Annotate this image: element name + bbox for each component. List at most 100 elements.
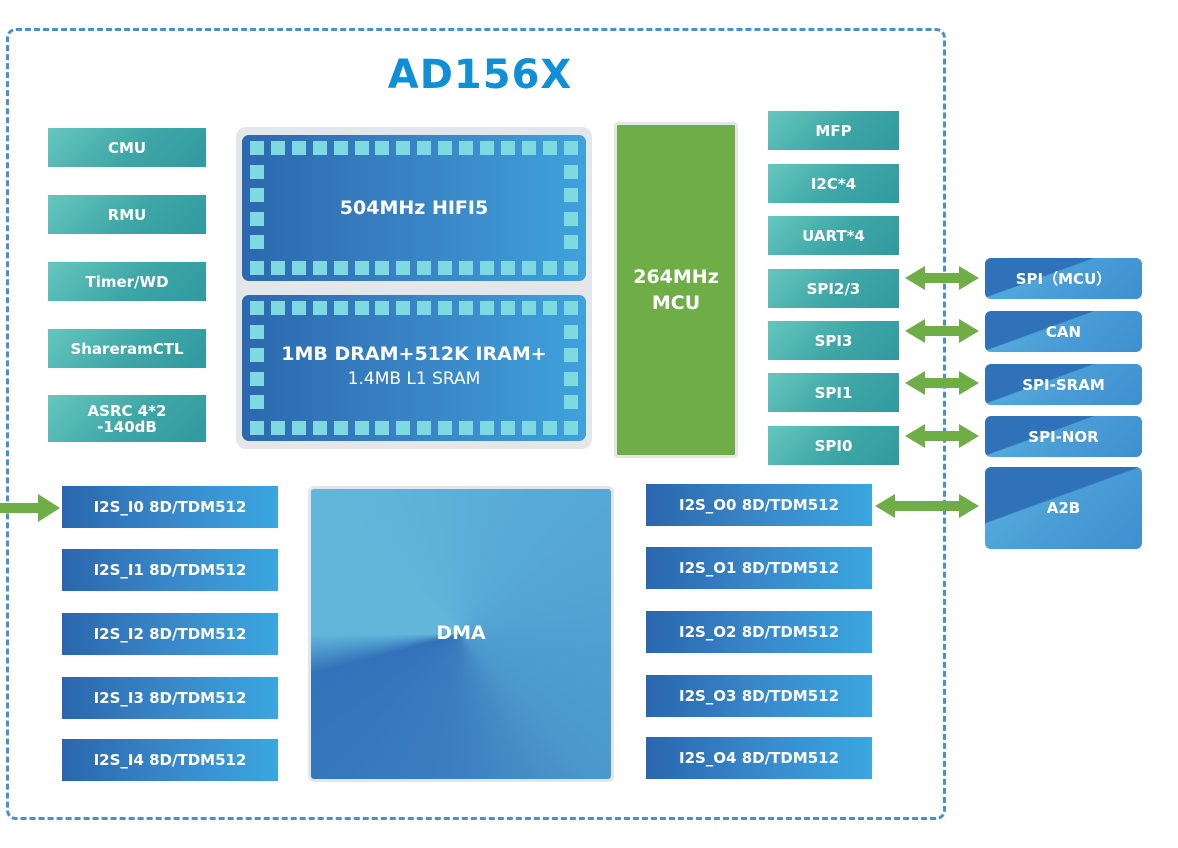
memory-block: 1MB DRAM+512K IRAM+ 1.4MB L1 SRAM bbox=[242, 295, 586, 441]
pin-pad bbox=[417, 141, 432, 155]
pin-pad bbox=[333, 301, 348, 315]
asrc-line-2: -140dB bbox=[97, 417, 157, 436]
pin-pad bbox=[375, 141, 390, 155]
pin-pad bbox=[250, 371, 264, 386]
pin-pad bbox=[333, 261, 348, 275]
dma-block: DMA bbox=[308, 486, 614, 782]
memory-line-1: 1MB DRAM+512K IRAM+ bbox=[281, 343, 547, 365]
chip-title: AD156X bbox=[387, 52, 573, 98]
pin-pad bbox=[417, 421, 432, 435]
pin-pad bbox=[291, 301, 306, 315]
pin-pad bbox=[396, 421, 411, 435]
pin-pad bbox=[250, 188, 264, 202]
asrc-line-1: ASRC 4*2 bbox=[87, 401, 167, 420]
mcu-line-1: 264MHz bbox=[633, 266, 719, 288]
pin-pad bbox=[250, 235, 264, 249]
i2s-input-0: I2S_I0 8D/TDM512 bbox=[62, 486, 278, 528]
block-rmu: RMU bbox=[48, 195, 206, 234]
pin-pad bbox=[291, 421, 306, 435]
pin-pad bbox=[542, 261, 557, 275]
block-spi3: SPI3 bbox=[768, 321, 899, 360]
i2s-output-2: I2S_O2 8D/TDM512 bbox=[646, 611, 872, 653]
pin-pad bbox=[563, 261, 578, 275]
pin-pad bbox=[459, 301, 473, 315]
ext-spi-mcu: SPI（MCU） bbox=[985, 258, 1142, 299]
block-spi2-3: SPI2/3 bbox=[768, 269, 899, 308]
pin-pad bbox=[500, 141, 515, 155]
pin-pad bbox=[563, 301, 578, 315]
mcu-line-2: MCU bbox=[651, 292, 701, 314]
pin-pad bbox=[291, 261, 306, 275]
pin-pad bbox=[564, 324, 578, 339]
pin-pad bbox=[396, 141, 411, 155]
chip-boundary bbox=[6, 28, 946, 820]
pin-pad bbox=[250, 211, 264, 226]
arrow-input-i2s-i0 bbox=[0, 494, 60, 522]
pin-pad bbox=[459, 421, 473, 435]
i2s-output-3: I2S_O3 8D/TDM512 bbox=[646, 675, 872, 717]
pin-pad bbox=[312, 141, 327, 155]
pin-pad bbox=[521, 301, 536, 315]
block-asrc: ASRC 4*2 -140dB bbox=[48, 395, 206, 442]
pin-pad bbox=[438, 301, 453, 315]
pin-pad bbox=[375, 421, 390, 435]
pin-pad bbox=[312, 261, 327, 275]
pin-pad bbox=[250, 421, 264, 435]
pin-pad bbox=[291, 141, 306, 155]
i2s-input-4: I2S_I4 8D/TDM512 bbox=[62, 739, 278, 781]
ext-can: CAN bbox=[985, 311, 1142, 352]
pin-pad bbox=[270, 141, 285, 155]
pin-pad bbox=[500, 421, 515, 435]
pin-pad bbox=[563, 141, 578, 155]
pin-pad bbox=[354, 261, 369, 275]
pin-pad bbox=[438, 421, 453, 435]
i2s-output-0: I2S_O0 8D/TDM512 bbox=[646, 484, 872, 526]
mcu-block: 264MHz MCU bbox=[614, 122, 738, 458]
pin-pad bbox=[479, 301, 494, 315]
pin-pad bbox=[564, 348, 578, 362]
arrow-spi1-spi-sram bbox=[905, 371, 979, 395]
arrow-spi2-3-spi-mcu bbox=[905, 266, 979, 290]
pin-pad bbox=[354, 141, 369, 155]
ext-a2b: A2B bbox=[985, 467, 1142, 549]
pin-pad bbox=[459, 261, 473, 275]
pin-pad bbox=[312, 421, 327, 435]
ext-spi-sram: SPI-SRAM bbox=[985, 364, 1142, 405]
pin-pad bbox=[564, 164, 578, 179]
pin-pad bbox=[542, 141, 557, 155]
block-cmu: CMU bbox=[48, 128, 206, 167]
pin-pad bbox=[542, 301, 557, 315]
pin-pad bbox=[500, 301, 515, 315]
pin-pad bbox=[270, 301, 285, 315]
pin-pad bbox=[250, 141, 264, 155]
pin-pad bbox=[417, 261, 432, 275]
pin-pad bbox=[270, 421, 285, 435]
pin-pad bbox=[564, 235, 578, 249]
pin-pad bbox=[250, 261, 264, 275]
block-i2c: I2C*4 bbox=[768, 164, 899, 203]
pin-pad bbox=[564, 211, 578, 226]
pin-pad bbox=[521, 261, 536, 275]
pin-pad bbox=[396, 261, 411, 275]
pin-pad bbox=[479, 261, 494, 275]
pin-pad bbox=[500, 261, 515, 275]
memory-line-2: 1.4MB L1 SRAM bbox=[347, 369, 481, 389]
pin-pad bbox=[438, 261, 453, 275]
i2s-input-1: I2S_I1 8D/TDM512 bbox=[62, 549, 278, 591]
dsp-core-label: 504MHz HIFI5 bbox=[339, 197, 489, 219]
pin-pad bbox=[438, 141, 453, 155]
pin-pad bbox=[250, 395, 264, 409]
block-spi0: SPI0 bbox=[768, 426, 899, 465]
i2s-input-3: I2S_I3 8D/TDM512 bbox=[62, 677, 278, 719]
block-mfp: MFP bbox=[768, 111, 899, 150]
pin-pad bbox=[563, 421, 578, 435]
pin-pad bbox=[354, 421, 369, 435]
block-shareramctl: ShareramCTL bbox=[48, 329, 206, 368]
pin-pad bbox=[564, 371, 578, 386]
i2s-output-4: I2S_O4 8D/TDM512 bbox=[646, 737, 872, 779]
i2s-input-2: I2S_I2 8D/TDM512 bbox=[62, 613, 278, 655]
pin-pad bbox=[250, 301, 264, 315]
arrow-spi3-can bbox=[905, 319, 979, 343]
pin-pad bbox=[250, 324, 264, 339]
pin-pad bbox=[270, 261, 285, 275]
